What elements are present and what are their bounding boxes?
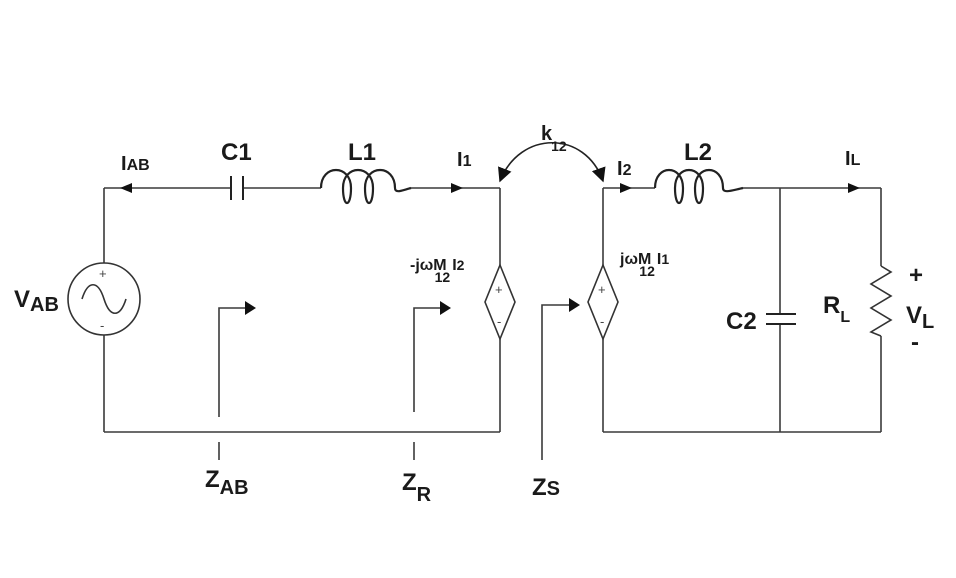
inductor-l1 — [319, 169, 412, 205]
inductor-l2 — [653, 169, 744, 205]
secondary-loop-wires — [602, 187, 882, 433]
arrow-z-s-icon — [569, 298, 580, 312]
ac-voltage-source: + - — [67, 262, 141, 336]
arrow-i1-icon — [451, 183, 463, 193]
label-vl-plus: + — [909, 262, 923, 289]
arrow-z-ab-icon — [245, 301, 256, 315]
source-minus-sign: - — [100, 318, 104, 333]
label-vl-minus: - — [911, 329, 919, 356]
label-vl: VL — [906, 302, 934, 333]
impedance-markers — [218, 298, 580, 460]
label-l2: L2 — [684, 139, 712, 166]
current-arrows — [120, 183, 860, 193]
dependent-source-secondary: + - — [587, 262, 619, 342]
resistor-rl — [869, 265, 893, 337]
label-z-s: ZS — [532, 474, 560, 501]
label-rl: RL — [823, 292, 850, 326]
dep2-minus: - — [600, 314, 604, 329]
capacitor-c1 — [230, 176, 244, 200]
label-c1: C1 — [221, 139, 252, 166]
label-i2: I2 — [617, 158, 632, 180]
sine-wave-icon — [81, 283, 127, 315]
label-c2: C2 — [726, 308, 757, 335]
dep2-plus: + — [598, 282, 606, 297]
arrow-i2-icon — [620, 183, 632, 193]
arrow-il-icon — [848, 183, 860, 193]
label-z-ab: ZAB — [205, 466, 249, 499]
label-l1: L1 — [348, 139, 376, 166]
dep1-plus: + — [495, 282, 503, 297]
arrow-z-r-icon — [440, 301, 451, 315]
arrow-i-ab-icon — [120, 183, 132, 193]
capacitor-c2 — [766, 313, 796, 325]
label-z-r: ZR — [402, 469, 432, 506]
dep1-minus: - — [497, 314, 501, 329]
label-v-ab: VAB — [14, 286, 59, 316]
label-i1: I1 — [457, 149, 472, 171]
dependent-source-primary: + - — [484, 262, 516, 342]
coupling-arrow — [498, 141, 606, 183]
label-i-ab: IAB — [121, 153, 150, 175]
label-il: IL — [845, 148, 861, 170]
source-plus-sign: + — [99, 266, 107, 281]
label-k12: k12 — [541, 123, 567, 154]
